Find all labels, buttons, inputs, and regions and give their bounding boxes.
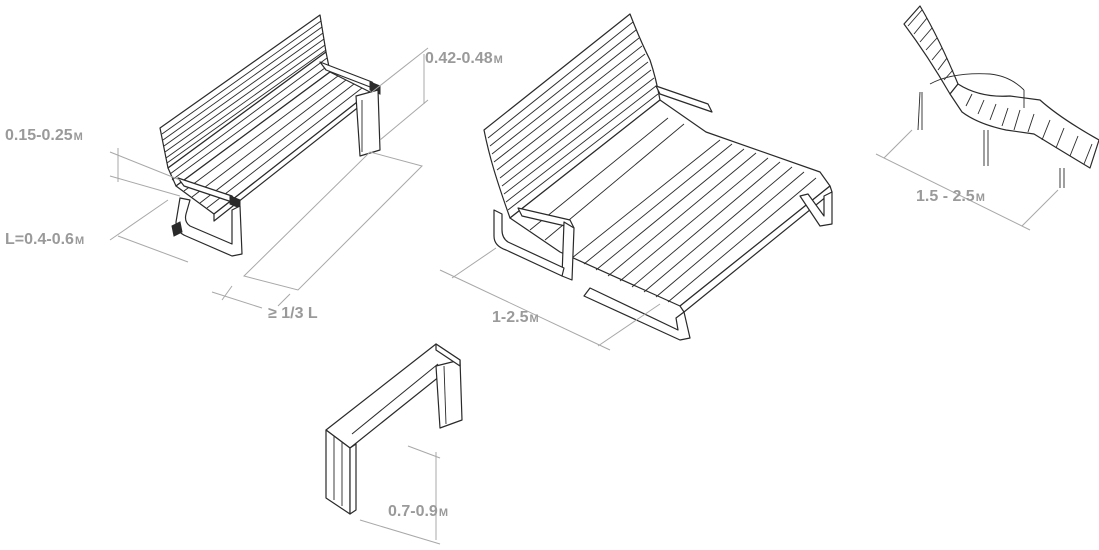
lounger-width-label: 1-2.5М [492, 309, 539, 326]
chaise-length-label: 1.5 - 2.5М [916, 188, 985, 205]
bench-seat-height-label: 0.42-0.48М [425, 50, 503, 67]
bench-clearance-label: ≥ 1/3 L [268, 305, 318, 322]
perch-drawing [325, 343, 463, 515]
perch-height-label: 0.7-0.9М [388, 503, 448, 520]
bench-drawing [159, 14, 423, 291]
chaise-dimension-lines [875, 129, 1059, 231]
chaise-backrest [903, 5, 959, 95]
bench-clearance-zone [243, 151, 423, 291]
perch-dimension-lines [359, 445, 441, 545]
chaise-frame [917, 73, 1065, 188]
lounger-seat [509, 99, 833, 313]
bench-backrest-gap-label: 0.15-0.25М [5, 127, 83, 144]
lounger-arms [517, 85, 713, 281]
lounger-drawing [483, 13, 833, 341]
chaise-drawing [903, 5, 1099, 188]
chaise-seat [949, 83, 1099, 169]
bench-left-frame [171, 177, 243, 257]
lounger-dimension-lines [439, 247, 661, 351]
bench-right-frame [319, 61, 381, 157]
lounger-frame [493, 191, 833, 341]
bench-backrest [159, 14, 331, 187]
bench-dimension-lines [109, 47, 429, 309]
bench-seat-depth-label: L=0.4-0.6М [5, 231, 84, 248]
